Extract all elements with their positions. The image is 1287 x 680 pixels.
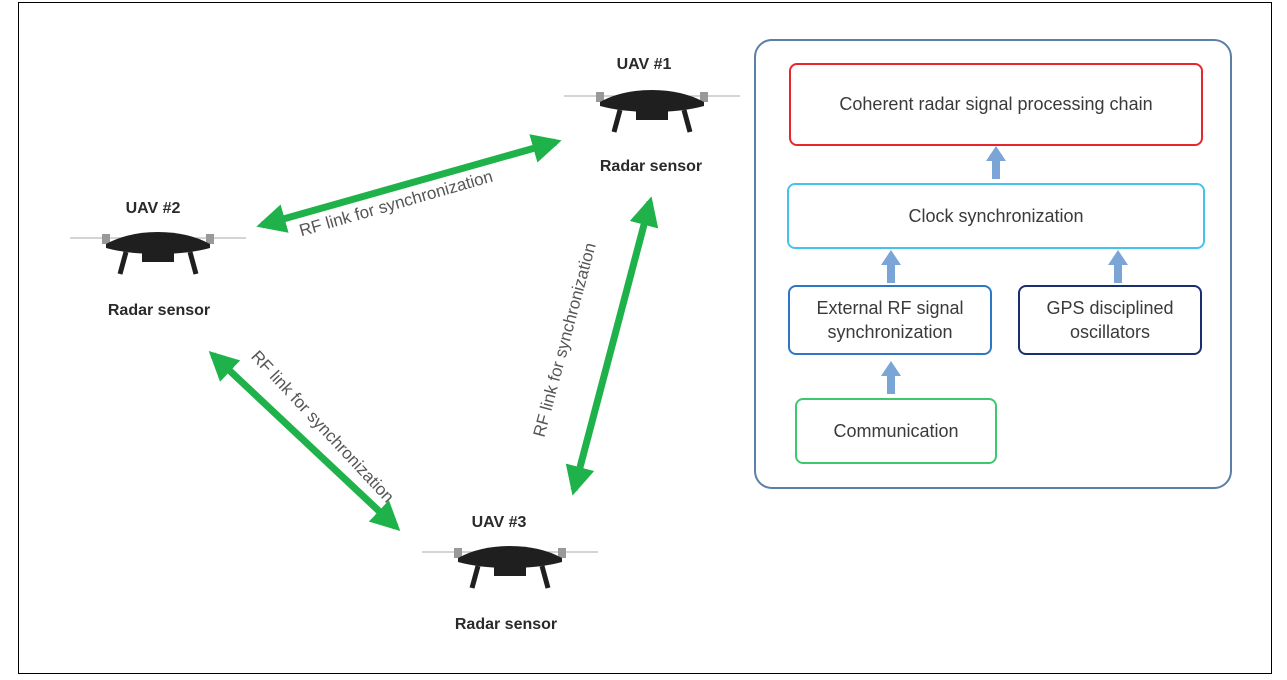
up-arrow-icon (986, 146, 1006, 179)
up-arrow-icon (881, 361, 901, 394)
processing-chain-box: Coherent radar signal processing chain (789, 63, 1203, 146)
drone-icon (564, 90, 740, 133)
clock-sync-box: Clock synchronization (787, 183, 1205, 249)
uav1-sensor-label: Radar sensor (599, 158, 703, 175)
figure-frame (18, 2, 1272, 674)
gps-box: GPS disciplined oscillators (1018, 285, 1202, 355)
synchronization-panel (754, 39, 1232, 489)
drone-icon (70, 232, 246, 275)
uav2-sensor-label: Radar sensor (107, 302, 211, 319)
communication-box: Communication (795, 398, 997, 464)
uav1-title: UAV #1 (616, 56, 672, 73)
uav3-sensor-label: Radar sensor (454, 616, 558, 633)
rf-link-arrow-top (256, 134, 562, 233)
rf-link-arrow-left (208, 350, 401, 532)
uav2-title: UAV #2 (125, 200, 181, 217)
up-arrow-icon (881, 250, 901, 283)
rf-link-arrow-right (565, 196, 659, 496)
uav3-title: UAV #3 (471, 514, 527, 531)
up-arrow-icon (1108, 250, 1128, 283)
drone-icon (422, 546, 598, 589)
external-rf-box: External RF signal synchronization (788, 285, 992, 355)
